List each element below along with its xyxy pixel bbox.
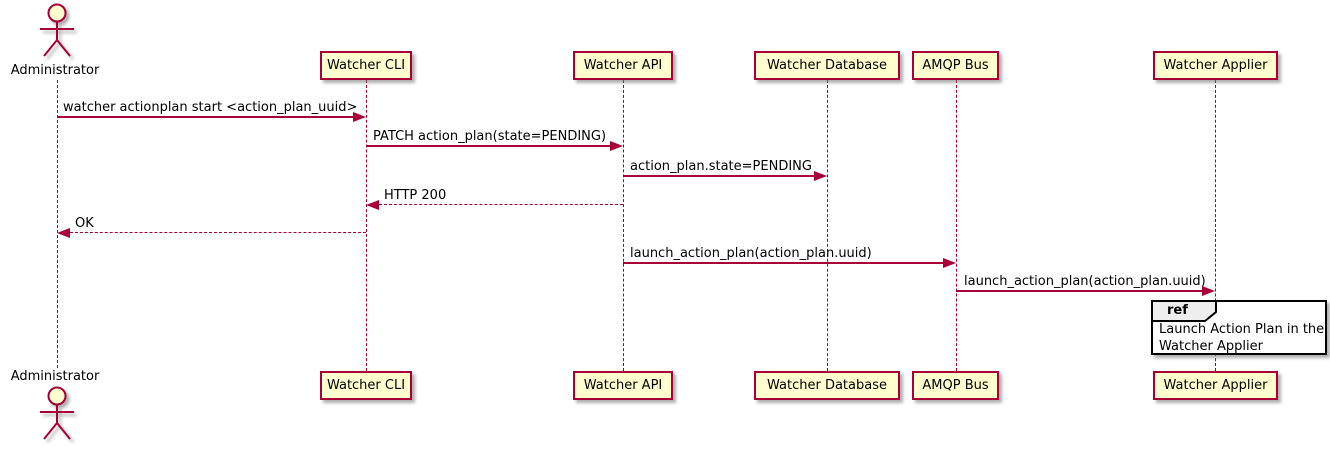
lifeline-administrator [57,80,58,368]
participant-watcher-api-top: Watcher API [573,51,673,80]
message-label: action_plan.state=PENDING [630,159,812,174]
actor-icon [40,3,74,57]
participant-watcher-applier-bottom: Watcher Applier [1153,371,1278,400]
arrowhead-right-icon [1202,286,1215,296]
arrowhead-right-icon [814,171,827,181]
message-arrow [623,175,815,177]
arrowhead-right-icon [943,258,956,268]
lifeline-watcher-api [623,80,624,371]
actor-label-top: Administrator [10,63,100,78]
ref-text: Launch Action Plan in the Watcher Applie… [1159,322,1325,354]
message-arrow [57,116,354,118]
arrowhead-left-icon [57,228,70,238]
ref-fragment: ref Launch Action Plan in the Watcher Ap… [1151,300,1327,355]
ref-tab-icon [1151,300,1217,322]
message-label: launch_action_plan(action_plan.uuid) [964,274,1206,289]
message-label: launch_action_plan(action_plan.uuid) [630,246,872,261]
message-label: PATCH action_plan(state=PENDING) [373,129,607,144]
actor-icon [40,386,74,440]
lifeline-watcher-database [827,80,828,371]
message-arrow [623,262,944,264]
message-return-arrow [379,204,623,205]
message-arrow [366,145,611,147]
participant-watcher-cli-bottom: Watcher CLI [320,371,412,400]
participant-amqp-bus-top: AMQP Bus [912,51,999,80]
arrowhead-left-icon [366,200,379,210]
participant-amqp-bus-bottom: AMQP Bus [912,371,999,400]
message-label: HTTP 200 [384,188,447,203]
lifeline-watcher-applier [1215,80,1216,371]
arrowhead-right-icon [353,112,366,122]
participant-watcher-database-top: Watcher Database [754,51,900,80]
arrowhead-right-icon [610,141,623,151]
participant-watcher-database-bottom: Watcher Database [754,371,900,400]
message-label: watcher actionplan start <action_plan_uu… [63,100,358,115]
participant-watcher-applier-top: Watcher Applier [1153,51,1278,80]
lifeline-watcher-cli [366,80,367,371]
ref-keyword: ref [1167,303,1188,318]
message-return-arrow [70,232,366,233]
lifeline-amqp-bus [956,80,957,371]
message-label: OK [75,216,94,231]
participant-watcher-cli-top: Watcher CLI [320,51,412,80]
participant-watcher-api-bottom: Watcher API [573,371,673,400]
actor-label-bottom: Administrator [10,369,100,384]
message-arrow [956,290,1202,292]
